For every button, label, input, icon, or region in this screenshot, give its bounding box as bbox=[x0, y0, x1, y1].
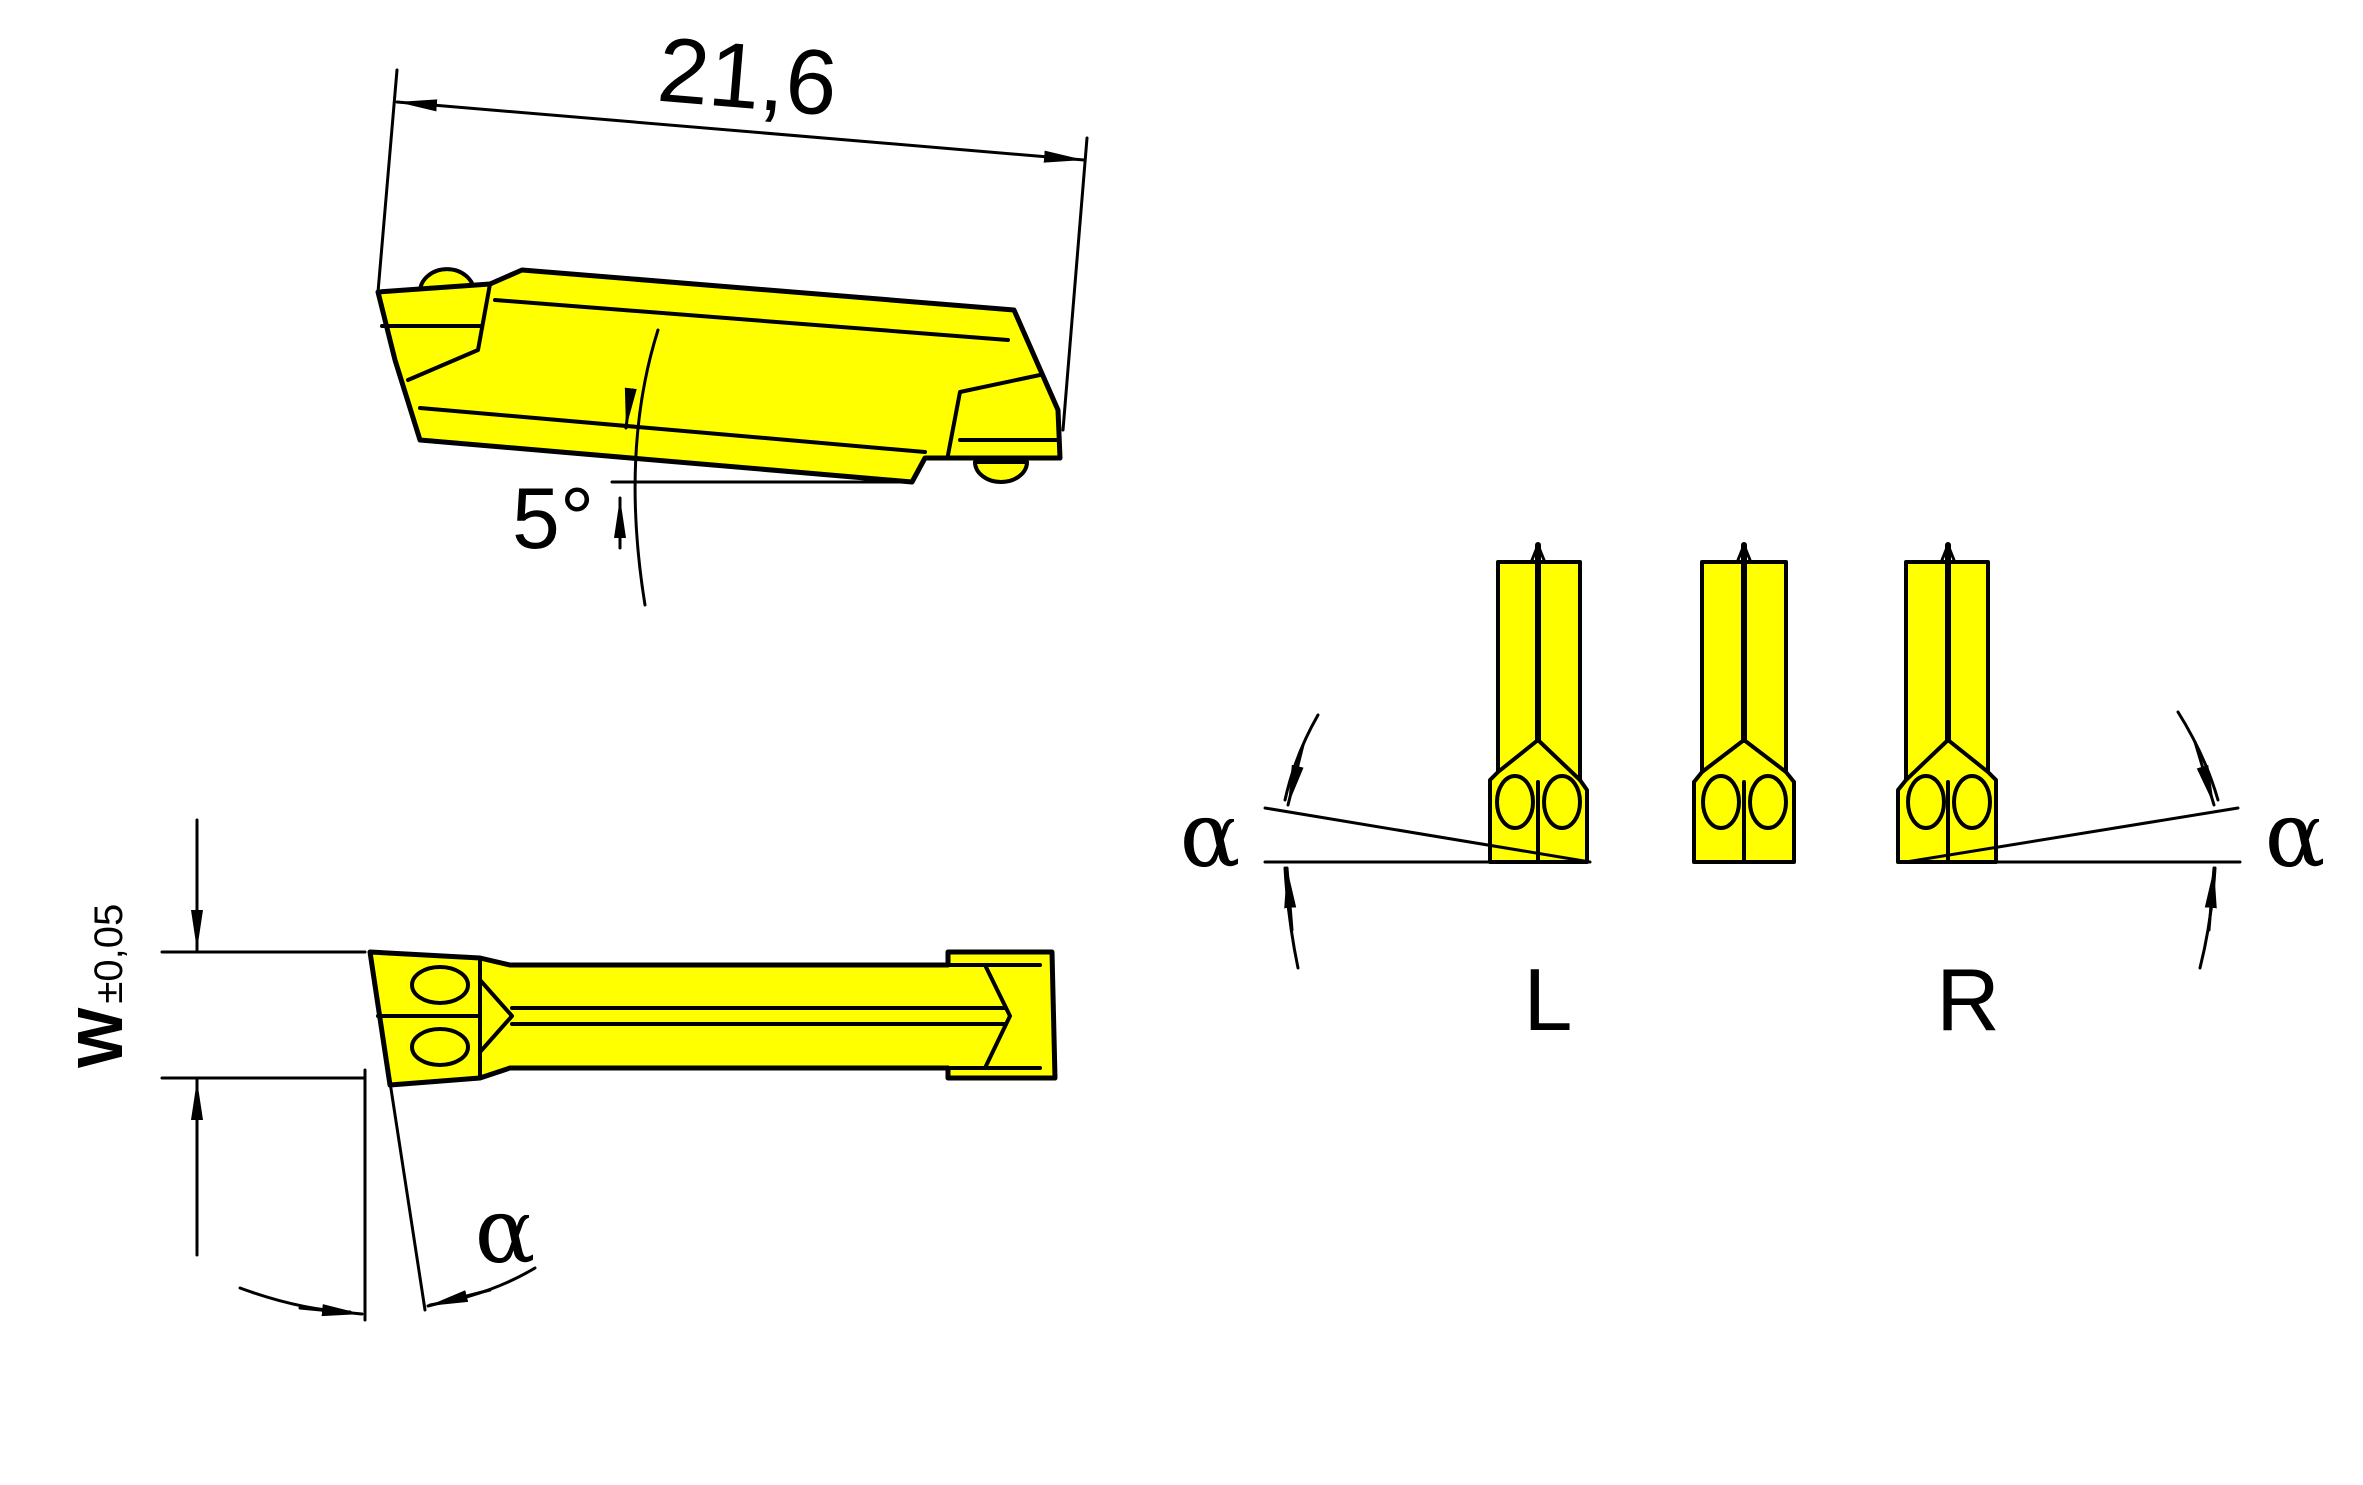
extension-line-left bbox=[376, 68, 399, 294]
variant-neutral-insert bbox=[1692, 542, 1796, 864]
width-dimension: W±0,05 bbox=[64, 904, 136, 1068]
top-view-chevron-right bbox=[983, 963, 1012, 1070]
length-dimension-value: 21,6 bbox=[654, 19, 841, 136]
side-top-groove bbox=[493, 298, 1010, 342]
width-tolerance: ±0,05 bbox=[87, 904, 131, 1004]
side-bump-bottom bbox=[973, 460, 1029, 484]
top-view-chevron-left bbox=[478, 978, 514, 1054]
side-left-edge bbox=[406, 282, 492, 382]
insert-top-view: W±0,05 α bbox=[64, 818, 1058, 1322]
alpha-arrow-right bbox=[426, 1288, 492, 1308]
extension-line-right bbox=[1061, 136, 1089, 432]
alpha-arc-left bbox=[238, 1286, 352, 1314]
clearance-angle-value: 5° bbox=[512, 471, 594, 567]
alpha-right-label: α bbox=[2265, 783, 2326, 888]
top-view-pocket-lower bbox=[410, 1027, 470, 1067]
length-dimension-line bbox=[395, 99, 1086, 163]
angle-arc bbox=[633, 328, 660, 607]
variant-left-insert bbox=[1488, 542, 1589, 864]
width-letter: W bbox=[64, 1007, 136, 1068]
side-bottom-groove bbox=[418, 406, 927, 454]
alpha-bottom-label: α bbox=[475, 1179, 536, 1284]
alpha-left-dimension: α bbox=[1180, 713, 1592, 970]
alpha-left-label: α bbox=[1180, 783, 1241, 888]
variant-left-label: L bbox=[1524, 950, 1573, 1049]
angle-arrow-top bbox=[624, 387, 637, 430]
side-right-edge bbox=[946, 373, 1042, 457]
insert-side-view: 21,6 5° bbox=[375, 19, 1089, 607]
alpha-arrow-left bbox=[298, 1304, 364, 1317]
alpha-right-dimension: α bbox=[1904, 710, 2326, 970]
top-view-pocket-upper bbox=[410, 965, 470, 1005]
variant-right-insert bbox=[1896, 542, 1998, 864]
insert-top-body bbox=[367, 949, 1058, 1088]
insert-side-body bbox=[375, 267, 1063, 485]
variant-right-label: R bbox=[1936, 950, 2000, 1049]
insert-variants: α α L R bbox=[1180, 542, 2326, 1049]
